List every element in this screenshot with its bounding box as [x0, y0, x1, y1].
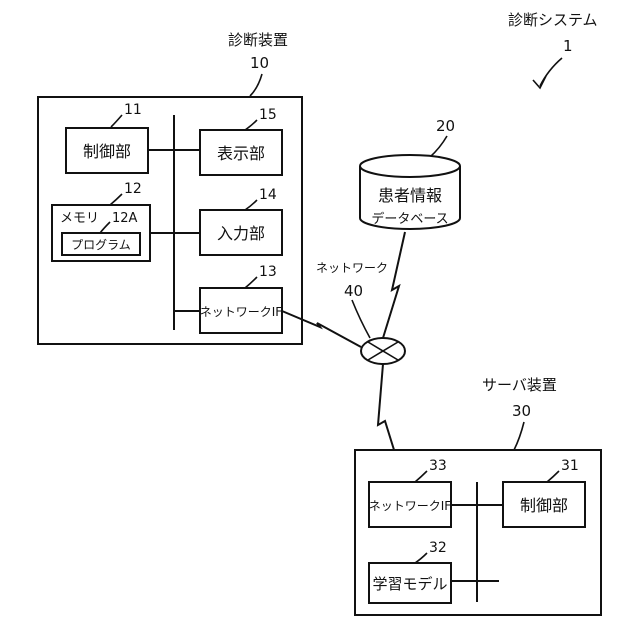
patient-db-label-2: データベース: [371, 211, 448, 227]
control-ref: 11: [124, 102, 142, 118]
diagnosis-device-ref: 10: [250, 54, 269, 72]
display-ref: 15: [259, 107, 277, 123]
input-unit-label: 入力部: [217, 224, 265, 243]
system-title: 診断システム: [508, 11, 598, 29]
display-unit-label: 表示部: [217, 144, 265, 163]
model-label: 学習モデル: [372, 575, 447, 593]
link-db-network: [383, 232, 405, 338]
diagnosis-device-title: 診断装置: [228, 31, 288, 49]
system-ref: 1: [563, 37, 573, 55]
program-ref: 12A: [112, 211, 138, 226]
server-netif-label: ネットワークIF: [369, 499, 452, 513]
patient-db-ref: 20: [436, 117, 455, 135]
patient-db-label-1: 患者情報: [378, 186, 442, 205]
server-netif-ref: 33: [429, 458, 447, 474]
network-ref-leader: [352, 300, 370, 338]
device-netif-label: ネットワークIF: [200, 305, 283, 319]
input-ref: 14: [259, 187, 277, 203]
network-ref: 40: [344, 282, 363, 300]
diagnosis-device-leader: [250, 74, 262, 96]
server-control-ref: 31: [561, 458, 579, 474]
device-netif-ref: 13: [259, 264, 277, 280]
memory-label: メモリ: [60, 211, 99, 226]
server-title: サーバ装置: [482, 376, 557, 394]
network-label: ネットワーク: [316, 261, 388, 275]
server-ref: 30: [512, 402, 531, 420]
program-label: プログラム: [71, 238, 131, 252]
model-ref: 32: [429, 540, 447, 556]
control-unit-label: 制御部: [83, 142, 131, 161]
server-leader: [514, 422, 524, 450]
server-control-label: 制御部: [520, 496, 568, 515]
patient-db-cylinder-top: [360, 155, 460, 177]
memory-ref: 12: [124, 181, 142, 197]
patient-db-leader: [430, 136, 447, 157]
